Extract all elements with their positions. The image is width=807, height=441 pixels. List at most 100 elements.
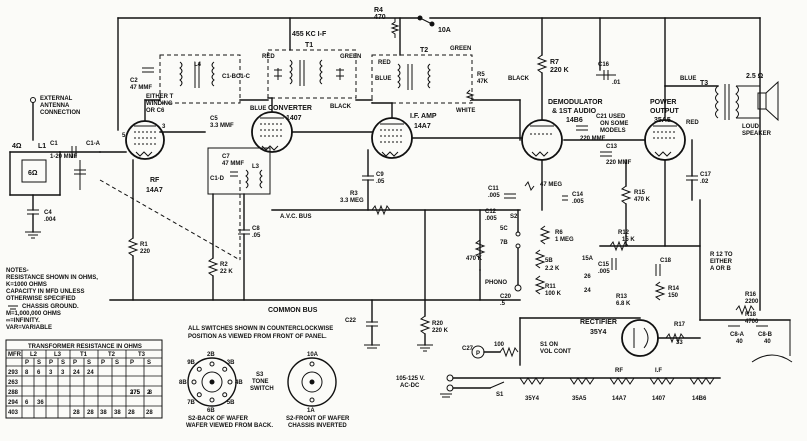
label-demod2: & 1ST AUDIO (552, 108, 597, 115)
label-c1-val: 1-20 MMF (50, 154, 78, 160)
table-cell: 263 (8, 380, 19, 386)
loud-speaker: 2.5 Ω LOUD SPEAKER (742, 73, 779, 137)
label-c9: C9 (376, 172, 384, 178)
misc-wiring (144, 17, 666, 301)
wafer-terminal (196, 392, 202, 398)
r20-c22: R20 220 K C22 (345, 209, 449, 352)
label-speaker: LOUD (742, 124, 760, 130)
label-c5-val: 3.3 MMF (210, 123, 234, 129)
demodulator-tube: DEMODULATOR & 1ST AUDIO 14B6 (521, 99, 603, 161)
wafer-front-label: S2-FRONT OF WAFER (286, 416, 350, 422)
r15-resistor: R15 470 K (620, 159, 651, 237)
label-power3: 35A5 (654, 117, 671, 124)
table-cell: 6 (25, 400, 29, 406)
label-c13: C13 (606, 144, 618, 150)
label-c2: C2 (130, 78, 138, 84)
label-s1-on: S1 ON (540, 342, 558, 348)
label-c18: C18 (660, 258, 672, 264)
table-cell: 38 (114, 410, 121, 416)
wafer-terminal-label: 9B (187, 360, 195, 366)
label-r7-val: 220 K (550, 67, 569, 74)
power-input: P C27 100 S1 ON VOL CONT 105-125 V. AC-D… (396, 342, 721, 402)
label-blue2: BLUE (375, 76, 391, 82)
label-r2: R2 (220, 262, 228, 268)
label-l3: L3 (252, 164, 260, 170)
notes-block: NOTES- RESISTANCE SHOWN IN OHMS, K=1000 … (6, 268, 98, 331)
label-r12: R12 (618, 230, 630, 236)
label-r11: R11 (545, 284, 556, 290)
label-ac-in2: AC-DC (400, 383, 420, 389)
table-cell: 275 (130, 390, 141, 396)
t1-transformer: T1 RED GREEN BLACK (262, 42, 361, 110)
label-c20-val: .5 (500, 301, 506, 307)
label-winding: WINDING (146, 101, 173, 107)
label-if-fil: I.F (655, 368, 662, 374)
label-if-amp-type: 14A7 (414, 123, 431, 130)
table-subheader: P (25, 360, 29, 366)
c16-capacitor: C16 .01 (596, 62, 621, 86)
table-cell: 288 (8, 390, 19, 396)
label-common-bus: COMMON BUS (268, 307, 318, 314)
label-r17-val: 33 (676, 340, 683, 346)
note-3: CAPACITY IN MFD UNLESS (6, 289, 84, 295)
label-demod: DEMODULATOR (548, 99, 603, 106)
table-h-l2: L2 (30, 352, 38, 358)
label-c8a-val: 40 (736, 339, 743, 345)
label-s2-5b: 5B (545, 258, 553, 264)
label-s2-26: 26 (584, 274, 591, 280)
label-t3: T3 (700, 80, 708, 87)
label-r15: R15 (634, 190, 646, 196)
label-c11-val: .005 (488, 193, 500, 199)
label-power: POWER (650, 99, 676, 106)
label-fil-1407: 1407 (652, 396, 666, 402)
label-c8: C8 (252, 226, 260, 232)
label-c22: C22 (345, 318, 357, 324)
label-r9: 47 MEG (540, 182, 562, 188)
wafer-terminal (222, 366, 228, 372)
wafer-terminal-label: 8B (179, 380, 187, 386)
wafer-front-label2: CHASSIS INVERTED (288, 423, 347, 429)
label-t1: T1 (305, 42, 313, 49)
label-speaker2: SPEAKER (742, 131, 772, 137)
c1-trimmer: C1 1-20 MMF C1-A (50, 141, 101, 190)
table-cell: 8 (25, 370, 29, 376)
label-r12note: R 12 TO (710, 252, 733, 258)
label-red3: RED (686, 120, 699, 126)
table-h-t2: T2 (108, 352, 116, 358)
rectifier-section: RECTIFIER 35Y4 R17 33 (519, 317, 701, 366)
label-l1-val: 6Ω (28, 170, 38, 177)
wafer-terminal (209, 361, 215, 367)
label-c1b: C1-B (222, 74, 237, 80)
note-2: K=1000 OHMS (6, 282, 47, 288)
label-s1: S1 (496, 392, 504, 398)
label-c21c: MODELS (600, 128, 626, 134)
label-c15: C15 (598, 262, 610, 268)
wafer-terminal (309, 361, 315, 367)
table-subheader: P (73, 360, 77, 366)
label-rf-type: 14A7 (146, 187, 163, 194)
label-c1d: C1-D (210, 176, 225, 182)
label-red1: RED (262, 54, 275, 60)
label-r4-val: 470 (374, 14, 386, 21)
label-r14: R14 (668, 286, 680, 292)
label-c12-val: .005 (485, 216, 497, 222)
if-amp-tube: I.F. AMP 14A7 (371, 102, 437, 159)
label-either-t: EITHER T (146, 94, 174, 100)
c17-capacitor: C17 .02 (686, 139, 712, 201)
label-fil-14a7: 14A7 (612, 396, 627, 402)
label-green1: GREEN (340, 54, 361, 60)
table-cell: 3 (61, 370, 65, 376)
avc-bus: A.V.C. BUS R3 3.3 MEG (271, 191, 521, 220)
label-r17: R17 (674, 322, 686, 328)
t3-output-transformer: T3 BLUE RED (680, 76, 760, 126)
table-title: TRANSFORMER RESISTANCE IN OHMS (28, 344, 142, 350)
phono-jack: 470 K PHONO C20 .5 (466, 209, 522, 307)
table-h-t3: T3 (138, 352, 146, 358)
label-s2: S2 (510, 214, 518, 220)
tone-network: R12 15 K C15 .005 C18 R13 6.8 K R14 150 … (582, 199, 701, 321)
label-r10: 2.2 K (545, 266, 560, 272)
label-c8b: C8-B (758, 332, 773, 338)
